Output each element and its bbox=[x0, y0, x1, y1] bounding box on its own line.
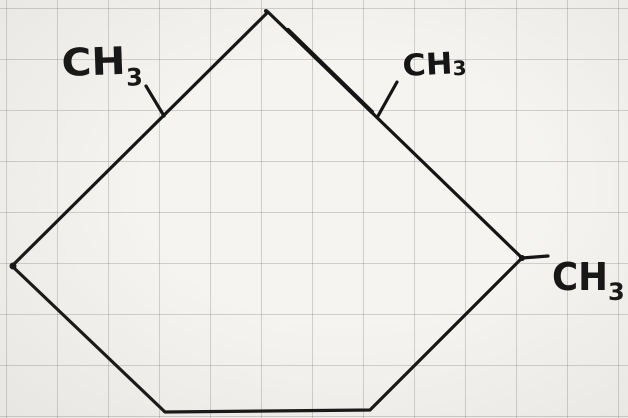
substituent-bond-east bbox=[520, 254, 550, 260]
methyl-label-east: CH 3 bbox=[552, 255, 625, 306]
vertex-dot-top bbox=[264, 9, 268, 13]
methyl-label-left: CH 3 bbox=[61, 39, 144, 92]
vertex-dot-left bbox=[9, 262, 17, 270]
methyl-text-right: CH bbox=[402, 46, 454, 84]
methyl-subscript-right: 3 bbox=[452, 56, 467, 81]
methyl-subscript-left: 3 bbox=[126, 63, 144, 92]
methyl-text-east: CH bbox=[552, 255, 608, 299]
substituent-bond-left bbox=[144, 84, 166, 118]
ring-outline bbox=[10, 10, 524, 414]
vertex-dot-east bbox=[519, 255, 525, 261]
methyl-label-right: CH 3 bbox=[402, 46, 468, 84]
substituent-bond-right bbox=[376, 80, 399, 118]
methyl-text-left: CH bbox=[61, 39, 126, 85]
methyl-subscript-east: 3 bbox=[608, 278, 625, 306]
ring-bond-retrace bbox=[285, 27, 375, 115]
